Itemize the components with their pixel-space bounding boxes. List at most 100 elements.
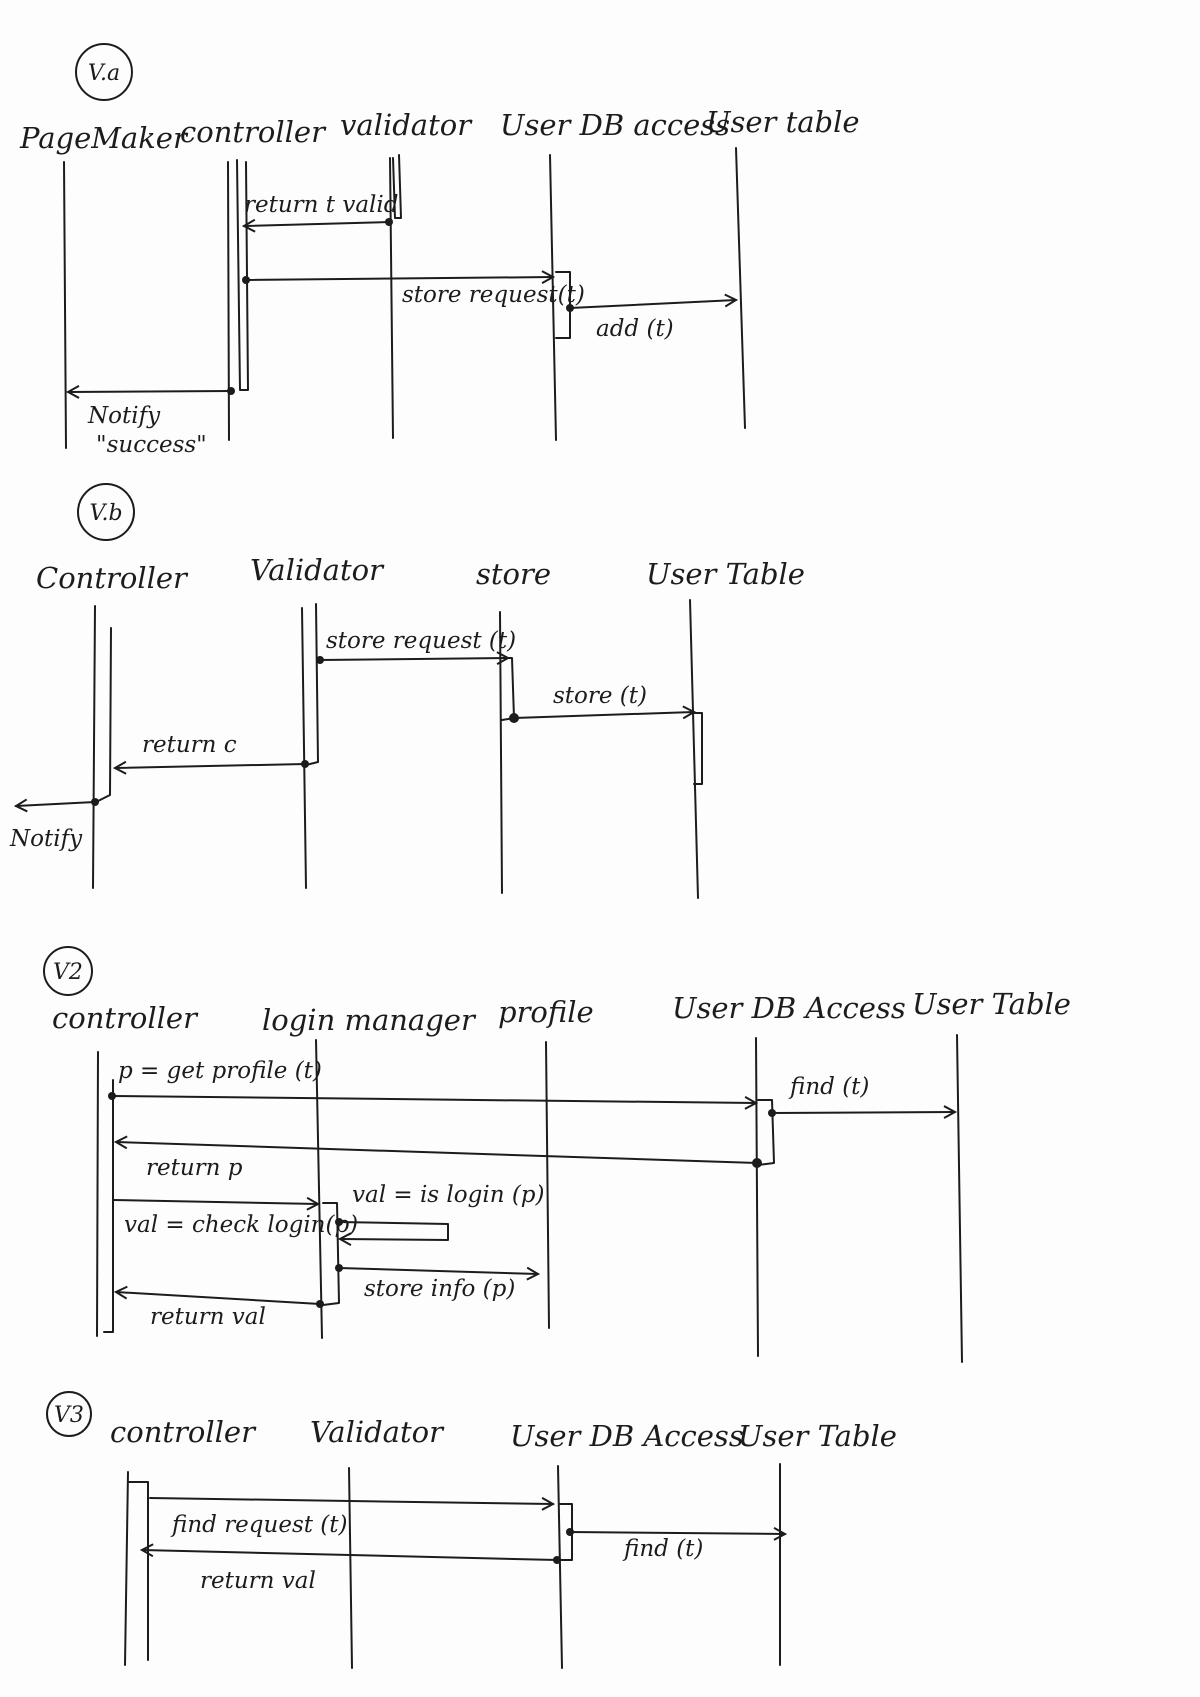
activation-bar xyxy=(127,1481,149,1661)
lifeline xyxy=(545,1041,550,1329)
activation-bar xyxy=(501,657,515,721)
lifeline xyxy=(124,1471,129,1666)
message-origin-dot xyxy=(316,1300,324,1308)
message-label: find (t) xyxy=(622,1536,703,1562)
activation-bar xyxy=(693,712,703,785)
message-arrow xyxy=(569,300,736,309)
message-origin-dot xyxy=(385,218,393,226)
diagram-vb: V.b Controller Validator store User Tabl… xyxy=(9,483,805,899)
message-arrow xyxy=(111,1095,756,1103)
message-origin-dot xyxy=(227,387,235,395)
message-arrow xyxy=(115,764,306,768)
message-arrow xyxy=(569,1532,785,1534)
participant-user-table: User Table xyxy=(738,1419,897,1453)
message-label: store request(t) xyxy=(402,282,585,308)
message-origin-dot xyxy=(335,1218,343,1226)
message-label: return p xyxy=(146,1155,243,1181)
message-arrow xyxy=(142,1550,558,1561)
lifeline xyxy=(689,599,699,899)
lifeline xyxy=(755,1037,759,1357)
message-label: return c xyxy=(142,732,237,758)
diagram-v2: V2 controller login manager profile User… xyxy=(43,946,1071,1363)
svg-text:V2: V2 xyxy=(53,960,83,985)
message-label: return val xyxy=(150,1304,266,1330)
lifeline xyxy=(499,611,503,894)
message-origin-dot xyxy=(91,798,99,806)
lifeline xyxy=(557,1465,563,1669)
message-arrow xyxy=(244,222,390,226)
message-origin-dot xyxy=(752,1158,762,1168)
diagram-v3: V3 controller Validator User DB Access U… xyxy=(46,1391,897,1669)
participant-user-table: User Table xyxy=(646,557,805,591)
message-label: val = check login(p) xyxy=(124,1212,358,1238)
activation-bar xyxy=(103,1079,114,1333)
participant-controller: controller xyxy=(110,1415,257,1449)
activation-bar xyxy=(97,627,112,802)
lifeline xyxy=(956,1034,963,1363)
message-arrow xyxy=(16,802,96,806)
message-label-line2: "success" xyxy=(96,432,207,458)
message-label: find (t) xyxy=(788,1074,869,1100)
participant-pagemaker: PageMaker xyxy=(19,121,189,155)
participant-validator: Validator xyxy=(250,553,385,587)
message-origin-dot xyxy=(108,1092,116,1100)
lifeline xyxy=(63,161,67,449)
participant-user-db-access: User DB access xyxy=(500,108,730,142)
message-arrow xyxy=(513,712,694,718)
message-label: find request (t) xyxy=(170,1512,348,1538)
svg-text:V.b: V.b xyxy=(89,501,122,526)
message-origin-dot xyxy=(566,1528,574,1536)
svg-text:V.a: V.a xyxy=(88,61,120,86)
lifeline xyxy=(96,1051,99,1337)
participant-user-db-access: User DB Access xyxy=(672,991,906,1025)
participant-profile: profile xyxy=(498,995,594,1029)
message-label: Notify xyxy=(87,403,161,429)
participant-validator: Validator xyxy=(310,1415,445,1449)
message-arrow xyxy=(112,1200,318,1204)
message-origin-dot xyxy=(768,1109,776,1117)
lifeline xyxy=(735,147,746,429)
message-label: store (t) xyxy=(553,683,647,709)
lifeline xyxy=(348,1467,353,1669)
diagram-va: V.a PageMaker controller validator User … xyxy=(19,43,860,458)
message-arrow xyxy=(116,1142,758,1164)
participant-login-manager: login manager xyxy=(262,1003,477,1037)
svg-text:V3: V3 xyxy=(54,1403,84,1428)
lifeline xyxy=(315,1039,323,1339)
message-label: store request (t) xyxy=(326,628,516,654)
lifeline xyxy=(389,157,394,439)
diagram-tag: V.b xyxy=(77,483,135,541)
message-self-call xyxy=(337,1221,449,1240)
message-label: return val xyxy=(200,1568,316,1594)
activation-bar xyxy=(322,1202,340,1306)
diagram-tag: V.a xyxy=(75,43,133,101)
participant-validator: validator xyxy=(340,108,473,142)
message-label: val = is login (p) xyxy=(352,1182,545,1208)
diagram-tag: V2 xyxy=(43,946,93,996)
lifeline xyxy=(92,605,96,889)
lifeline xyxy=(227,161,230,441)
message-arrow xyxy=(338,1268,538,1274)
message-arrow xyxy=(319,658,508,660)
message-arrow xyxy=(771,1112,955,1113)
message-arrow xyxy=(68,391,232,392)
message-origin-dot xyxy=(553,1556,561,1564)
lifeline xyxy=(549,154,557,441)
message-origin-dot xyxy=(509,713,519,723)
message-arrow xyxy=(116,1292,321,1305)
activation-bar xyxy=(305,603,319,766)
activation-bar xyxy=(236,159,249,391)
activation-bar xyxy=(392,154,402,219)
participant-user-table: User table xyxy=(706,105,860,139)
message-origin-dot xyxy=(566,304,574,312)
lifeline xyxy=(301,607,307,889)
message-arrow xyxy=(149,1498,553,1504)
message-origin-dot xyxy=(316,656,324,664)
message-label: return t valid xyxy=(244,192,398,218)
diagram-tag: V3 xyxy=(46,1391,92,1437)
message-label: p = get profile (t) xyxy=(118,1058,322,1084)
message-label: store info (p) xyxy=(364,1276,515,1302)
participant-controller: controller xyxy=(180,115,327,149)
participant-store: store xyxy=(476,557,551,591)
